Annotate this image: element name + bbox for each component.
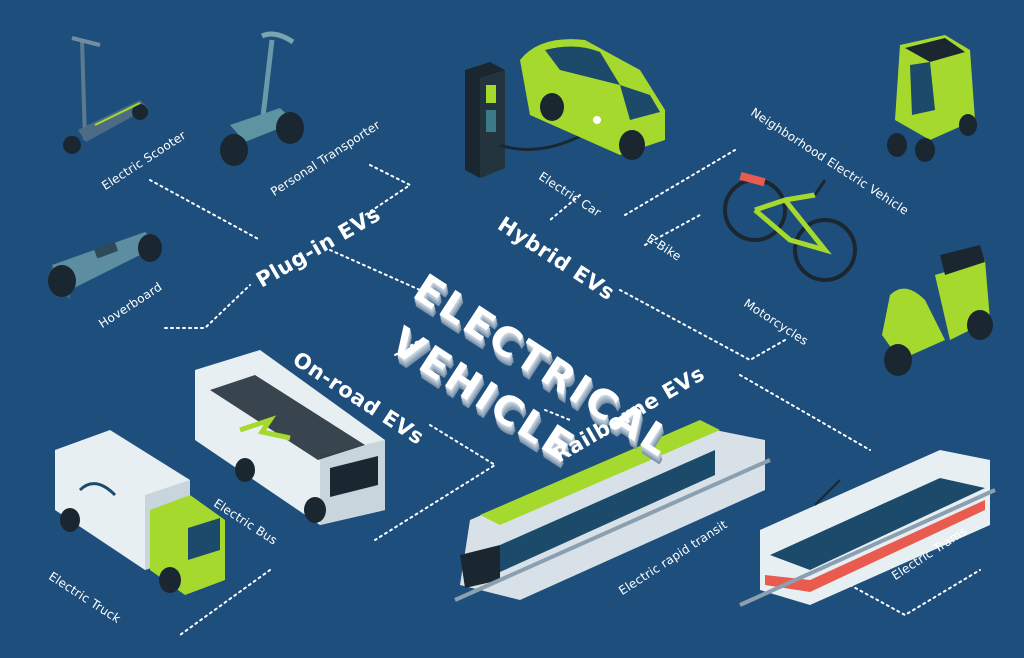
motorcycle-icon (882, 245, 993, 376)
connector-bus (374, 424, 497, 541)
connector-railborne-title (544, 409, 571, 421)
charging-station-icon (465, 62, 601, 178)
connector-hoverboard (164, 284, 251, 329)
connector-lines (149, 149, 981, 636)
e-bike-icon (723, 172, 857, 282)
connector-plugin-title (329, 249, 421, 291)
connector-scooter (149, 179, 261, 241)
connector-onroad-title (394, 339, 421, 356)
personal-transporter-icon (220, 31, 304, 166)
connector-trams-bottom (849, 569, 981, 617)
scooter-icon (63, 36, 148, 154)
neighborhood-ev-icon (887, 35, 977, 162)
rapid-transit-train-icon (454, 420, 771, 602)
connector-transporter (364, 164, 412, 216)
connector-motorcycles (619, 289, 786, 362)
connector-ebike (644, 214, 701, 246)
electric-truck-icon (55, 430, 225, 595)
connector-hybrid-neighbor (624, 149, 736, 216)
electric-bus-icon (195, 350, 385, 525)
connector-trams (739, 374, 871, 451)
connector-car (549, 194, 581, 221)
hoverboard-icon (48, 232, 162, 300)
connector-truck (179, 569, 271, 636)
electric-car-icon (520, 39, 665, 160)
tram-icon (739, 450, 996, 607)
